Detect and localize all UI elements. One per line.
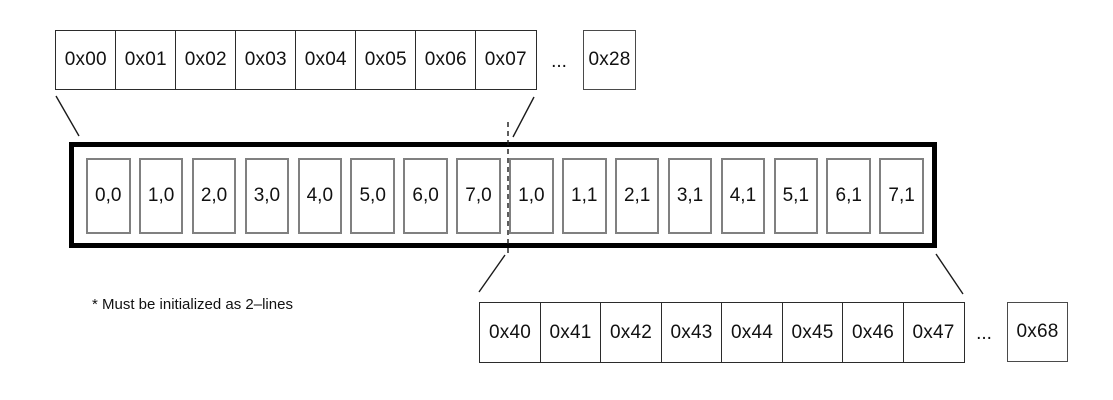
address-cell: 0x43 [660,302,723,363]
ellipsis-bottom: ... [976,323,992,344]
address-cell: 0x40 [479,302,541,363]
address-row-line2: 0x40 0x41 0x42 0x43 0x44 0x45 0x46 0x47 [479,302,965,363]
position-cell: 2,0 [191,158,237,234]
address-cell: 0x04 [295,30,357,90]
position-cell: 0,0 [86,158,131,234]
address-cell: 0x42 [600,302,662,363]
address-cell-tail-line1: 0x28 [583,30,636,90]
address-cell-tail-line2: 0x68 [1007,302,1068,362]
connector-line-bottom-right [935,253,964,295]
position-cell: 4,1 [720,158,766,234]
address-cell: 0x45 [781,302,844,363]
address-cell: 0x07 [475,30,537,90]
position-cell: 5,0 [350,158,395,234]
position-cell: 1,1 [562,158,607,234]
position-cell: 3,1 [667,158,713,234]
position-cell: 6,1 [826,158,871,234]
address-cell: 0x44 [721,302,783,363]
ellipsis-top: ... [551,51,567,72]
position-cell: 2,1 [614,158,660,234]
address-cell: 0x03 [235,30,297,90]
display-position-cells: 0,0 1,0 2,0 3,0 4,0 5,0 6,0 7,0 1,0 1,1 … [86,158,924,234]
position-cell: 4,0 [297,158,343,234]
position-cell: 7,0 [456,158,501,234]
address-cell: 0x06 [415,30,477,90]
position-cell: 3,0 [244,158,290,234]
position-cell: 1,0 [138,158,184,234]
address-cell: 0x41 [539,302,602,363]
address-cell: 0x01 [115,30,177,90]
connector-line-top-right [512,96,535,138]
address-cell: 0x02 [175,30,237,90]
connector-line-top-left [55,95,80,137]
position-cell: 7,1 [879,158,924,234]
address-row-line1: 0x00 0x01 0x02 0x03 0x04 0x05 0x06 0x07 [55,30,537,90]
address-cell: 0x47 [902,302,965,363]
address-cell: 0x00 [55,30,117,90]
position-cell: 5,1 [773,158,819,234]
address-cell: 0x05 [355,30,417,90]
address-cell: 0x46 [842,302,904,363]
position-cell: 6,0 [403,158,448,234]
position-cell: 1,0 [509,158,554,234]
footnote: * Must be initialized as 2–lines [92,296,293,313]
connector-line-bottom-left [478,254,506,293]
